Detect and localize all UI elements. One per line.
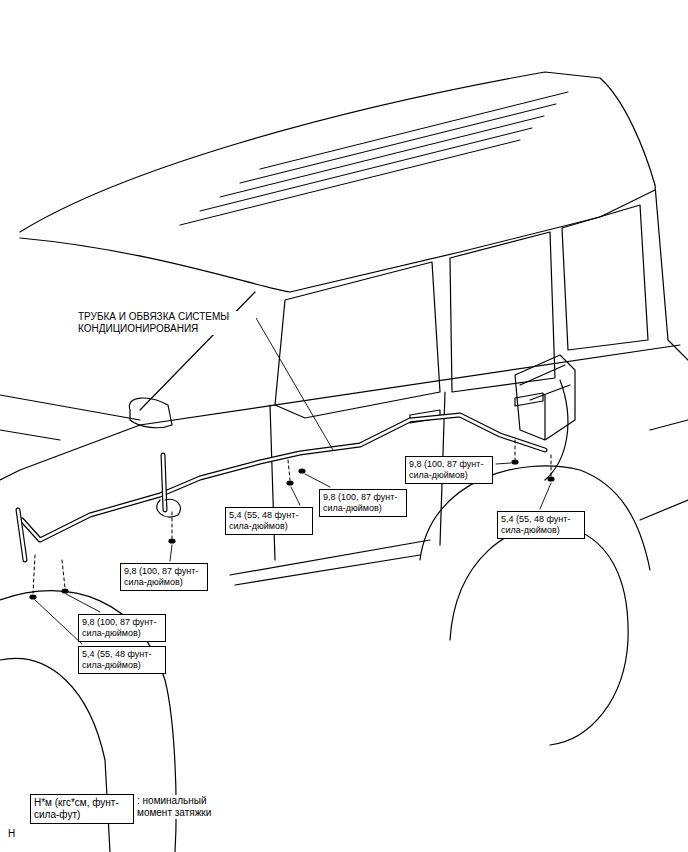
front-fender	[0, 425, 140, 480]
cowl-line	[0, 395, 140, 420]
torque-box: 5,4 (55, 48 фунт-сила-дюймов)	[78, 646, 166, 674]
rear-door-handle	[515, 393, 543, 406]
figure-mark: H	[8, 828, 28, 840]
torque-value: 9,8 (100, 87 фунт-сила-дюймов)	[409, 459, 489, 481]
roof-ribs	[180, 92, 568, 225]
front-door-window	[275, 262, 440, 418]
torque-value: 5,4 (55, 48 фунт-сила-дюймов)	[501, 514, 581, 536]
unit-legend-box: Н*м (кгс*см, фунт-сила-фут)	[30, 794, 134, 824]
torque-box: 9,8 (100, 87 фунт-сила-дюймов)	[120, 563, 208, 591]
belt-line	[140, 345, 680, 425]
torque-value: 9,8 (100, 87 фунт-сила-дюймов)	[124, 566, 204, 588]
quarter-window	[562, 205, 648, 350]
rear-wheel	[450, 525, 628, 745]
roof-rail	[20, 190, 655, 292]
bolt-dashes	[33, 440, 551, 593]
torque-box: 5,4 (55, 48 фунт-сила-дюймов)	[497, 511, 585, 539]
torque-value: 5,4 (55, 48 фунт-сила-дюймов)	[82, 649, 162, 671]
torque-value: 9,8 (100, 87 фунт-сила-дюймов)	[82, 617, 162, 639]
torque-box: 9,8 (100, 87 фунт-сила-дюймов)	[405, 456, 493, 484]
torque-value: Н*м (кгс*см, фунт-сила-фут)	[34, 797, 130, 821]
torque-box: 9,8 (100, 87 фунт-сила-дюймов)	[319, 489, 407, 517]
front-door-edge	[270, 405, 275, 560]
legend-note: : номинальный момент затяжки	[137, 795, 237, 819]
torque-value: 5,4 (55, 48 фунт-сила-дюймов)	[229, 510, 309, 532]
torque-value: 9,8 (100, 87 фунт-сила-дюймов)	[323, 492, 403, 514]
rocker-panel	[230, 540, 430, 585]
a-pillar	[140, 292, 255, 410]
rear-cooler-unit	[515, 355, 575, 440]
torque-box: 9,8 (100, 87 фунт-сила-дюймов)	[78, 614, 166, 642]
side-mirror	[129, 398, 172, 428]
torque-box: 5,4 (55, 48 фунт-сила-дюймов)	[225, 507, 313, 535]
roof-outline	[20, 72, 655, 232]
rear-pillar	[655, 185, 688, 360]
ac-tube	[18, 415, 545, 560]
leader-lines	[35, 318, 551, 644]
part-name: ТРУБКА И ОБВЯЗКА СИСТЕМЫ КОНДИЦИОНИРОВАН…	[78, 311, 256, 335]
rear-door-window	[450, 232, 555, 392]
rear-bumper	[640, 420, 688, 520]
rear-door-edge	[545, 380, 568, 480]
